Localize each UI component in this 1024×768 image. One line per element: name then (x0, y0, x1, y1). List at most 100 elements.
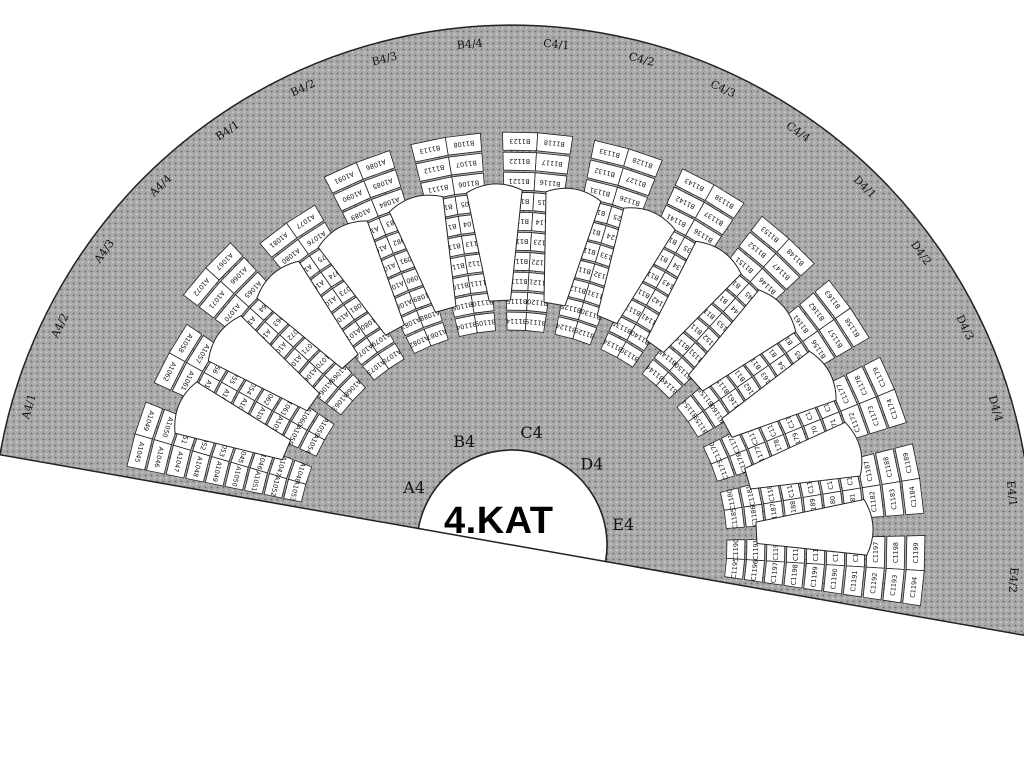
unit-outline (763, 560, 785, 586)
unit-outline (534, 152, 571, 175)
unit-cell: B1129 (572, 320, 598, 346)
unit-outline (881, 481, 905, 517)
unit-outline (168, 323, 203, 363)
unit-number: B1123 (533, 238, 555, 248)
unit-number: B1123 (509, 137, 530, 145)
unit-cell: B1130 (577, 301, 605, 327)
unit-outline (616, 341, 644, 368)
unit-number: C1198 (892, 542, 900, 563)
unit-number: B1107 (455, 159, 477, 169)
unit-cell: A1046 (146, 439, 172, 475)
unit-cell: B1105 (449, 294, 475, 318)
unit-number: B1116 (507, 277, 528, 285)
unit-cell: C1180 (719, 487, 743, 511)
unit-cell: B1148 (776, 238, 815, 277)
unit-cell: B1128 (623, 148, 663, 178)
unit-outline (723, 506, 745, 529)
unit-outline (818, 319, 853, 358)
unit-cell: B1132 (586, 159, 624, 186)
unit-outline (803, 562, 825, 592)
unit-cell: A1074 (349, 337, 378, 366)
unit-outline (444, 132, 483, 156)
unit-cell: B1123 (502, 131, 539, 152)
unit-number: B1111 (470, 278, 492, 288)
unit-outline (286, 204, 325, 239)
unit-cell: A1047 (268, 452, 294, 480)
unit-outline (862, 566, 885, 601)
unit-outline (763, 253, 801, 290)
unit-cell: C1197 (763, 560, 785, 586)
unit-cell: C1196 (744, 559, 765, 583)
unit-cell: B1162 (799, 292, 835, 331)
unit-number: C1199 (912, 542, 920, 563)
unit-cell: C1198 (783, 561, 805, 589)
unit-outline (877, 388, 907, 429)
unit-number: B1113 (465, 238, 487, 248)
unit-cell: A1077 (286, 204, 325, 239)
unit-number: B1121 (529, 277, 551, 287)
unit-cell: C1189 (894, 443, 921, 482)
entrance-label: A4 (402, 478, 425, 497)
entrance-label: B4 (453, 432, 475, 451)
unit-number: C1186 (749, 505, 759, 527)
unit-outline (744, 559, 765, 583)
block-label: E4/2 (1006, 567, 1021, 594)
unit-cell: A1063 (325, 388, 354, 416)
unit-cell: A1062 (153, 352, 186, 391)
unit-cell: A1073 (362, 353, 390, 381)
unit-number: C1184 (908, 486, 918, 508)
unit-cell: A1066 (220, 256, 257, 294)
unit-cell: B1134 (600, 332, 627, 359)
unit-outline (423, 321, 449, 347)
unit-outline (776, 238, 815, 277)
unit-cell: A1078 (377, 342, 405, 370)
unit-cell: A1086 (355, 150, 396, 180)
unit-cell: C1179 (863, 356, 896, 397)
unit-number: B1119 (525, 317, 547, 327)
unit-cell: A1080 (272, 238, 309, 274)
unit-number: B1122 (509, 157, 530, 165)
unit-cell: A1053 (283, 478, 307, 503)
unit-cell: C1184 (901, 477, 925, 516)
unit-cell: B1124 (554, 316, 579, 340)
unit-cell: B1117 (534, 152, 571, 175)
unit-cell: A1049 (204, 455, 230, 487)
unit-cell: B1138 (704, 184, 745, 219)
unit-number: C1195 (730, 558, 740, 580)
unit-cell: C1190 (823, 564, 845, 595)
unit-outline (835, 307, 870, 348)
block-label: B4/3 (370, 49, 398, 68)
unit-cell: A1052 (263, 472, 288, 499)
unit-outline (710, 456, 736, 482)
unit-cell: A1049 (134, 401, 164, 440)
unit-cell: B1140 (626, 323, 655, 352)
unit-outline (617, 167, 656, 197)
unit-number: C1192 (772, 540, 780, 561)
unit-cell: B1157 (818, 319, 853, 358)
unit-cell: B1149 (655, 371, 684, 400)
unit-cell: C1193 (882, 567, 905, 604)
unit-number: C1194 (909, 576, 919, 598)
unit-number: B1117 (507, 257, 528, 265)
light-well (645, 240, 742, 354)
unit-number: C1191 (752, 539, 760, 560)
unit-cell: A1068 (338, 373, 367, 402)
unit-outline (377, 342, 405, 370)
unit-cell: B1104 (454, 314, 478, 338)
unit-outline (783, 561, 805, 589)
block-label: B4/4 (456, 37, 483, 52)
unit-outline (287, 459, 313, 485)
unit-cell: A1048 (185, 450, 211, 483)
unit-cell: B1139 (616, 341, 644, 368)
unit-cell: C1199 (905, 535, 926, 572)
block-label: C4/1 (543, 37, 570, 52)
floor-title: 4.KAT (444, 500, 554, 542)
unit-number: C1192 (869, 572, 879, 594)
light-well (755, 498, 874, 556)
unit-cell: C1173 (858, 396, 888, 435)
unit-cell: B1114 (506, 311, 527, 331)
unit-number: B1110 (472, 298, 494, 308)
unit-cell: B1161 (783, 305, 819, 342)
unit-outline (338, 373, 367, 402)
